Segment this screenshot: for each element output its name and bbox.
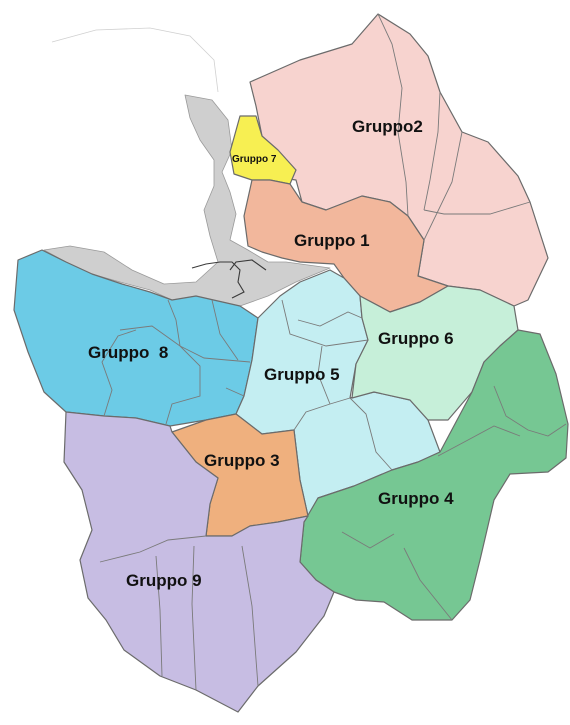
subdivision-lines xyxy=(99,13,567,691)
river-lines xyxy=(191,259,267,299)
label-gruppo-7: Gruppo 7 xyxy=(232,154,277,165)
label-gruppo-1: Gruppo 1 xyxy=(294,231,370,250)
label-gruppo-5: Gruppo 5 xyxy=(264,365,340,384)
label-gruppo-8: Gruppo 8 xyxy=(88,343,168,362)
unassigned-area xyxy=(43,94,331,307)
label-gruppo-2: Gruppo2 xyxy=(352,117,423,136)
pencil-line xyxy=(51,27,219,93)
label-gruppo-3: Gruppo 3 xyxy=(204,451,280,470)
label-gruppo-6: Gruppo 6 xyxy=(378,329,454,348)
region-gruppo-9[interactable] xyxy=(63,411,335,713)
label-gruppo-9: Gruppo 9 xyxy=(126,571,202,590)
label-gruppo-4: Gruppo 4 xyxy=(378,489,454,508)
